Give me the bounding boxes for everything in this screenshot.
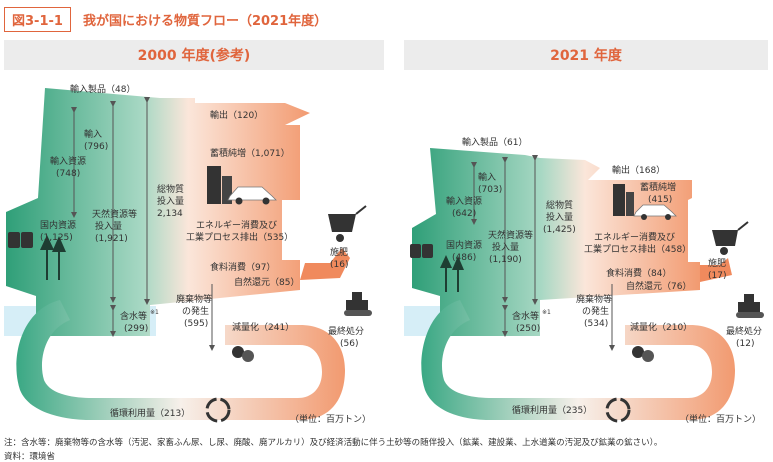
label-domestic-resources-value: (486) (452, 253, 476, 263)
label-import-resources-value: (748) (56, 169, 80, 179)
car-icon (633, 204, 677, 220)
label-natural-resources: 天然資源等 (92, 208, 137, 220)
label-food: 食料消費（84） (606, 267, 671, 279)
label-water-value: (250) (516, 324, 540, 334)
panel-2021-flow: 輸入製品（61） 輸入 (703) 輸入資源 (642) 国内資源 (486) … (404, 136, 764, 425)
fertilizer-flow (300, 248, 350, 280)
source-note: 資料：環境省 (4, 452, 56, 462)
label-export: 輸出（168） (612, 164, 665, 176)
label-cycle: 循環利用量（235） (512, 404, 592, 416)
wheelbarrow-icon (712, 221, 749, 255)
label-waste: 廃棄物等 (576, 293, 612, 305)
label-waste-value: (534) (584, 319, 608, 329)
label-food: 食料消費（97） (210, 261, 275, 273)
trees-icon (40, 235, 66, 280)
label-natural-resources: 天然資源等 (488, 229, 533, 241)
label-fertilizer-value: (16) (330, 260, 348, 270)
bulldozer-icon (344, 292, 372, 316)
flow-body (6, 88, 310, 336)
label-stock-value: (415) (648, 195, 672, 205)
label-final-disposal: 最終処分 (726, 325, 762, 337)
figure-id: 図3-1-1 (4, 6, 71, 32)
recycle-loop (16, 300, 346, 420)
panel-heading-2000: 2000 年度(参考) (4, 40, 384, 70)
car-icon (227, 186, 277, 205)
label-unit: （単位：百万トン） (680, 413, 761, 425)
recycle-icon (605, 397, 631, 423)
label-imports-products: 輸入製品（48） (70, 83, 135, 95)
label-natural-value: (1,921) (95, 234, 128, 244)
label-natural-value: (1,190) (489, 255, 522, 265)
label-import-resources: 輸入資源 (50, 155, 86, 167)
label-natural-input: 投入量 (492, 241, 519, 253)
building-icon (207, 166, 232, 204)
label-total-value: 2,134 (157, 209, 183, 219)
label-water-note: ※1 (150, 309, 159, 316)
tires-icon (632, 346, 654, 362)
label-final-disposal-value: (56) (340, 339, 358, 349)
label-energy: エネルギー消費及び (594, 231, 675, 243)
label-water: 含水等 (120, 310, 147, 322)
label-stock: 蓄積純増（1,071） (210, 147, 290, 159)
label-total-input: 総物質 (546, 199, 573, 211)
building-icon (613, 184, 634, 216)
label-reduction: 減量化（241） (232, 321, 294, 333)
label-imports-products: 輸入製品（61） (462, 136, 527, 148)
label-waste-2: の発生 (582, 305, 609, 317)
label-unit: （単位：百万トン） (290, 413, 371, 425)
label-import-resources-value: (642) (452, 209, 476, 219)
label-waste-2: の発生 (182, 305, 209, 317)
footnote: 注：含水等：廃棄物等の含水等（汚泥、家畜ふん尿、し尿、廃酸、廃アルカリ）及び経済… (4, 438, 663, 448)
tires-icon (232, 346, 254, 362)
label-energy-2: 工業プロセス排出（458） (584, 243, 691, 255)
barrels-icon (8, 232, 33, 248)
trees-icon (440, 255, 464, 292)
label-final-disposal-value: (12) (736, 339, 754, 349)
label-stock: 蓄積純増 (640, 181, 676, 193)
fertilizer-flow (700, 258, 732, 282)
label-imports: 輸入 (84, 128, 102, 140)
barrels-icon (410, 244, 433, 258)
label-energy: エネルギー消費及び (196, 219, 277, 231)
label-domestic-resources: 国内資源 (446, 239, 482, 251)
label-natural-return: 自然還元（76） (626, 280, 691, 292)
label-fertilizer: 施肥 (330, 246, 348, 258)
label-total-input: 総物質 (157, 183, 184, 195)
label-imports-value: (796) (84, 142, 108, 152)
panel-2000-flow: 輸入製品（48） 輸入 (796) 輸入資源 (748) 国内資源 (1,125… (4, 83, 372, 425)
label-water-note: ※1 (542, 309, 551, 316)
label-natural-return: 自然還元（85） (234, 276, 299, 288)
label-fertilizer-value: (17) (708, 271, 726, 281)
label-final-disposal: 最終処分 (328, 325, 364, 337)
wheelbarrow-icon (328, 205, 367, 242)
recycle-loop (421, 300, 735, 420)
label-reduction: 減量化（210） (630, 321, 692, 333)
label-export: 輸出（120） (210, 109, 263, 121)
label-total-input-2: 投入量 (546, 211, 573, 223)
label-water: 含水等 (512, 310, 539, 322)
label-domestic-resources: 国内資源 (40, 219, 76, 231)
label-cycle: 循環利用量（213） (110, 407, 190, 419)
label-total-value: (1,425) (543, 225, 576, 235)
label-import-resources: 輸入資源 (446, 195, 482, 207)
figure-title: 我が国における物質フロー（2021年度） (82, 13, 328, 29)
recycle-icon (205, 397, 231, 423)
label-natural-input: 投入量 (95, 220, 122, 232)
label-imports-value: (703) (478, 185, 502, 195)
label-waste-value: (595) (184, 319, 208, 329)
label-imports: 輸入 (478, 171, 496, 183)
label-domestic-resources-value: (1,125) (40, 233, 73, 243)
label-total-input-2: 投入量 (157, 195, 184, 207)
label-fertilizer: 施肥 (708, 257, 726, 269)
label-waste: 廃棄物等 (176, 293, 212, 305)
panel-heading-2021: 2021 年度 (404, 40, 768, 70)
bulldozer-icon (736, 294, 764, 318)
label-water-value: (299) (124, 324, 148, 334)
label-energy-2: 工業プロセス排出（535） (186, 231, 293, 243)
